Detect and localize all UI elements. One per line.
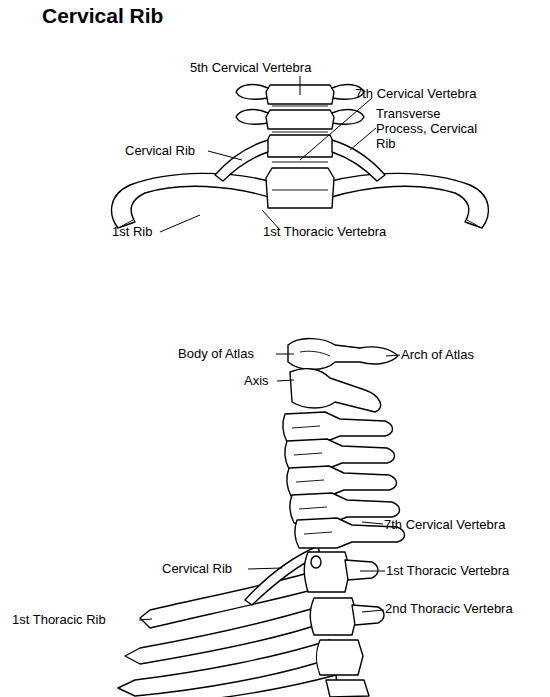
cervical-vertebra [292,426,332,534]
part-label: Arch of Atlas [401,347,474,362]
thoracic-vertebra [266,168,334,208]
thoracic-vertebra [266,168,334,208]
leader-line [277,380,294,381]
cervical-vertebra [283,412,393,442]
part-label: 1st Thoracic Rib [12,612,106,627]
atlas-axis [288,339,398,370]
cervical-vertebra [236,110,268,125]
leader-line [386,355,400,356]
part-label: 5th Cervical Vertebra [190,60,311,75]
part-label: 2nd Thoracic Vertebra [385,601,513,616]
thoracic-vertebra [326,680,369,697]
leader-line [360,571,385,572]
cervical-vertebra [236,85,268,100]
leader-line [208,151,242,160]
leader-line [300,76,301,95]
leader-line [160,215,200,232]
leader-line [362,522,383,524]
part-label: Body of Atlas [178,346,254,361]
leader-line [276,354,294,355]
leader-line [350,128,376,150]
part-label: Transverse Process, Cervical Rib [376,106,494,151]
diagram-title: Cervical Rib [42,4,163,28]
part-label: Axis [244,373,269,388]
part-label: 1st Thoracic Vertebra [263,224,386,239]
cervical-vertebra [285,439,395,469]
cervical-rib [215,140,268,181]
atlas-axis [300,351,330,356]
part-label: 7th Cervical Vertebra [384,517,505,532]
first-rib [328,173,488,228]
cervical-vertebra [266,135,334,157]
thoracic-vertebra [310,598,357,635]
thoracic-vertebra [304,552,350,592]
leader-line [248,568,282,569]
leader-line [300,98,372,160]
thoracic-vertebra [304,552,384,697]
thoracic-rib [150,675,338,697]
first-rib [467,220,478,226]
part-label: 1st Thoracic Vertebra [386,563,509,578]
part-label: 1st Rib [112,224,152,239]
thoracic-vertebra [272,190,328,191]
leader-line [139,619,152,620]
cervical-vertebra [332,110,364,125]
cervical-vertebra [272,106,328,162]
thoracic-vertebra [345,560,378,580]
atlas-axis [290,369,381,412]
thoracic-vertebra [316,640,363,675]
first-rib [112,173,272,228]
cervical-vertebra [290,493,400,523]
thoracic-vertebra [311,556,321,568]
leader-line [362,610,384,612]
cervical-vertebra [287,466,397,496]
thoracic-rib [118,570,338,697]
cervical-vertebra [266,110,334,129]
part-label: Cervical Rib [162,561,232,576]
part-label: 7th Cervical Vertebra [355,86,476,101]
atlas-axis [288,339,398,412]
thoracic-vertebra [352,605,384,625]
part-label: Cervical Rib [125,143,195,158]
